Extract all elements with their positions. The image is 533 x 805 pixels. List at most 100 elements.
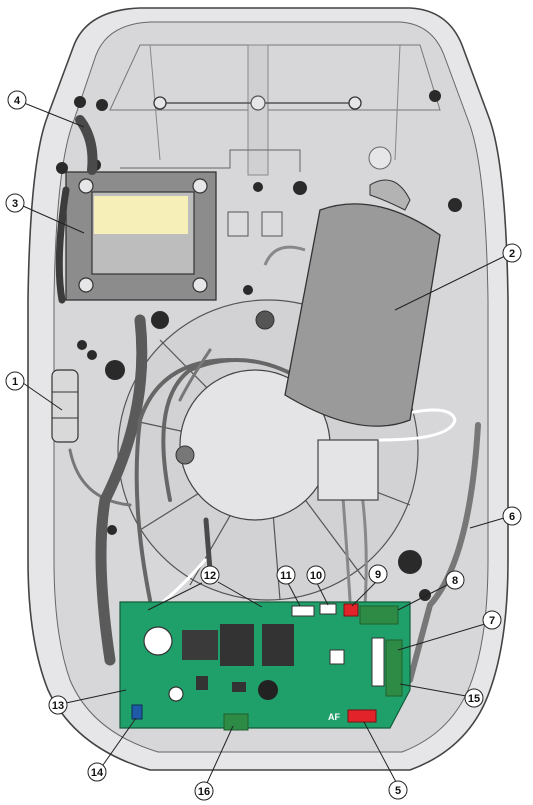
phillips-screw-set [153, 96, 362, 110]
callout-12: 12 [147, 565, 263, 611]
callout-number: 14 [91, 767, 104, 779]
motor-end-cap [369, 179, 411, 211]
screw [243, 285, 253, 295]
callout-number: 8 [452, 575, 458, 587]
motor-gearbox [317, 439, 379, 501]
pcb-buzzer [258, 680, 278, 700]
callout-16: 16 [194, 725, 234, 801]
control-board: AF [119, 601, 411, 731]
housing-hole [368, 146, 392, 170]
callout-number: 1 [12, 376, 18, 388]
callout-15: 15 [399, 683, 484, 708]
callout-number: 11 [280, 570, 292, 582]
housing-rib-top [109, 44, 441, 111]
callout-number: 16 [198, 786, 210, 798]
callout-circle [5, 371, 25, 391]
housing-boss [250, 95, 266, 111]
pcb-chip [196, 676, 208, 690]
screw [398, 550, 422, 574]
motor-bracket [263, 245, 306, 266]
leader-line [397, 623, 486, 651]
screw [293, 181, 307, 195]
callout-circle [445, 570, 465, 590]
leader-line [206, 725, 234, 784]
callout-number: 6 [509, 511, 515, 523]
callout-circle [194, 781, 214, 801]
connector-5 [347, 709, 377, 723]
pcb-white-block [371, 637, 385, 687]
leader-line [363, 721, 397, 783]
callout-number: 3 [12, 198, 18, 210]
phillips-screw [192, 178, 208, 194]
screw [429, 90, 441, 102]
wires [55, 115, 481, 683]
motor-body [284, 203, 441, 427]
callout-6: 6 [469, 506, 522, 529]
callout-number: 10 [310, 570, 322, 582]
leader-line [217, 581, 263, 608]
callout-number: 7 [489, 615, 495, 627]
callout-circle [388, 780, 408, 800]
motor-shaft-screw [255, 310, 275, 330]
callout-number: 13 [52, 700, 64, 712]
leader-line [399, 683, 467, 697]
leader-line [316, 582, 329, 606]
cable-grey-loop [161, 358, 332, 502]
leader-line [22, 205, 85, 234]
callout-number: 4 [14, 95, 21, 107]
callout-circle [306, 565, 326, 585]
callout-circle [368, 564, 388, 584]
pcb-capacitor-small [168, 686, 184, 702]
screw [96, 99, 108, 111]
capacitor-lead [203, 517, 213, 573]
callout-circle [502, 243, 522, 263]
screw [448, 198, 462, 212]
cable-dark-loop [134, 358, 232, 602]
screw [151, 311, 169, 329]
leader-line [102, 717, 137, 766]
callout-1: 1 [5, 371, 63, 411]
callout-circle [482, 610, 502, 630]
pcb-capacitor [143, 626, 173, 656]
transformer-screws [78, 178, 208, 293]
callout-9: 9 [351, 564, 388, 607]
housing-step [120, 149, 301, 172]
leader-line [23, 102, 85, 128]
callout-circle [87, 762, 107, 782]
callout-3: 3 [5, 193, 85, 234]
terminal-block-8 [359, 605, 399, 625]
leader-line [397, 584, 448, 611]
connector-10 [319, 603, 337, 615]
cable-from-bushing [68, 448, 132, 507]
cable-4 [75, 115, 98, 175]
screw [253, 182, 263, 192]
screw [56, 162, 68, 174]
cable-white-motor [378, 408, 457, 442]
callout-7: 7 [397, 610, 502, 651]
cable-3-bundle [55, 186, 70, 304]
phillips-screw [78, 178, 94, 194]
housing-rib [394, 44, 401, 161]
callout-circle [48, 695, 68, 715]
leader-line [469, 517, 505, 529]
screw [87, 350, 97, 360]
screw [77, 340, 87, 350]
leader-line [147, 582, 203, 611]
screw [107, 525, 117, 535]
phillips-screw [348, 96, 362, 110]
housing-slot [261, 211, 283, 237]
phillips-screw [153, 96, 167, 110]
callout-circle [7, 90, 27, 110]
callout-5: 5 [363, 721, 408, 800]
transformer [65, 171, 217, 301]
jumper-14 [131, 704, 143, 720]
cable-gland-body [51, 369, 79, 443]
motor [255, 179, 441, 501]
callout-number: 15 [468, 693, 480, 705]
callout-2: 2 [394, 243, 522, 311]
callout-number: 12 [204, 570, 216, 582]
callout-circle [502, 506, 522, 526]
leader-line [65, 689, 127, 704]
pcb-component [182, 630, 218, 660]
